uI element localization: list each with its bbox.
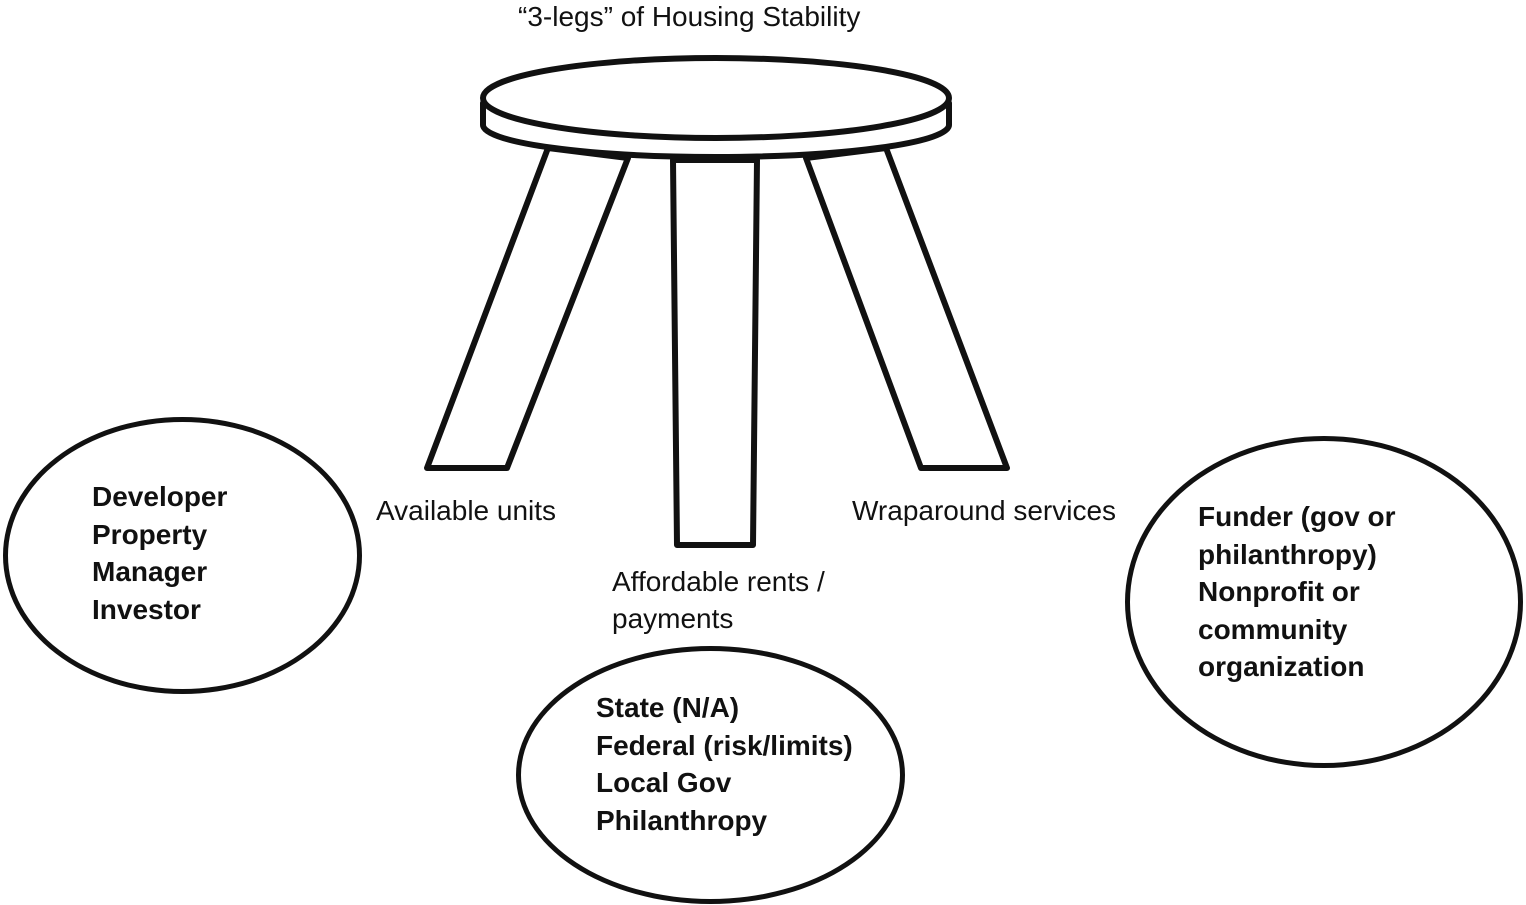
stakeholder-item: Local Gov bbox=[596, 767, 732, 798]
leg-label-affordable-rents: Affordable rents / payments bbox=[612, 563, 825, 637]
leg-label-available-units: Available units bbox=[376, 495, 557, 526]
stakeholder-item: Nonprofit or bbox=[1198, 576, 1360, 607]
stakeholder-item: organization bbox=[1198, 651, 1365, 682]
leg-label-wraparound-services: Wraparound services bbox=[852, 495, 1117, 526]
diagram-title: “3-legs” of Housing Stability bbox=[518, 1, 861, 32]
stakeholder-item: philanthropy) bbox=[1198, 538, 1377, 570]
leg-label-affordable-rents-line2: payments bbox=[612, 603, 734, 634]
stakeholder-ellipse-left bbox=[3, 417, 362, 694]
stakeholder-item: Funder (gov or bbox=[1198, 501, 1396, 532]
stakeholder-item: Investor bbox=[92, 593, 201, 625]
leg-label-affordable-rents-line1: Affordable rents / bbox=[612, 566, 825, 597]
stakeholder-item: Federal (risk/limits) bbox=[596, 729, 853, 761]
stakeholder-item: Philanthropy bbox=[596, 804, 768, 836]
stool-leg-left bbox=[424, 145, 631, 471]
stakeholder-list-right: Funder (gov or philanthropy) Nonprofit o… bbox=[1198, 498, 1396, 686]
stakeholder-item: Manager bbox=[92, 556, 208, 587]
stakeholder-list-center: State (N/A) Federal (risk/limits) Local … bbox=[596, 689, 853, 839]
stool-leg-right bbox=[803, 145, 1010, 471]
stakeholder-item: Developer bbox=[92, 481, 228, 512]
stakeholder-ellipse-right bbox=[1125, 436, 1523, 768]
stakeholder-ellipse-center bbox=[516, 646, 905, 904]
stool-leg-center bbox=[670, 157, 760, 548]
stool-seat-top bbox=[480, 55, 952, 141]
stakeholder-item: community bbox=[1198, 613, 1348, 645]
stakeholder-item: Property bbox=[92, 518, 208, 550]
stakeholder-item: State (N/A) bbox=[596, 692, 740, 723]
stakeholder-list-left: Developer Property Manager Investor bbox=[92, 478, 227, 628]
